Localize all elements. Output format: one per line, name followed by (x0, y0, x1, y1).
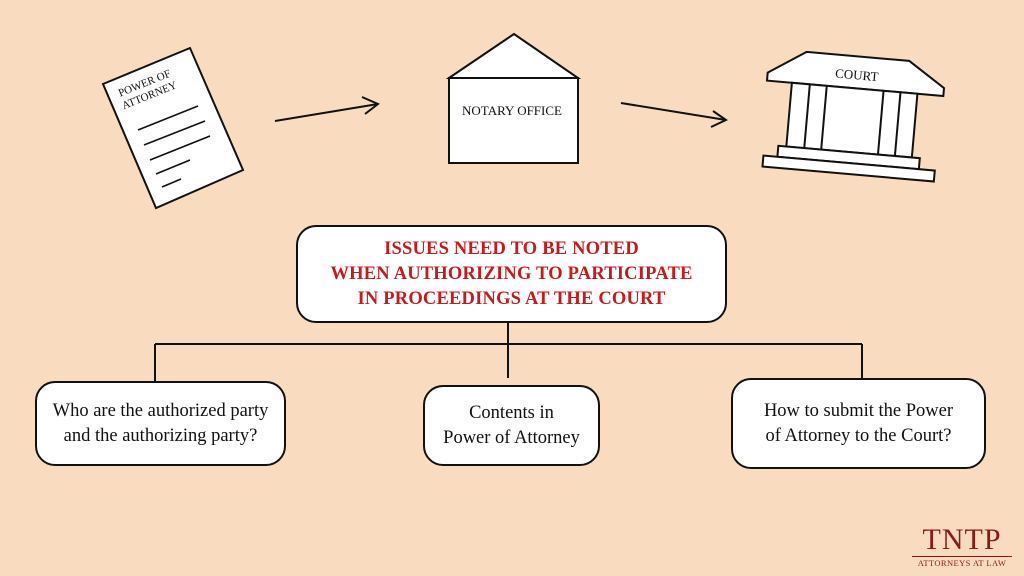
title-line-3: IN PROCEEDINGS AT THE COURT (357, 288, 666, 309)
logo-subtitle: ATTORNEYS AT LAW (917, 558, 1007, 568)
question-line: How to submit the Power (763, 400, 954, 421)
arrow-to-notary-icon (274, 96, 380, 122)
question-line: Power of Attorney (443, 427, 580, 448)
notary-office-label: NOTARY OFFICE (462, 103, 562, 118)
notary-office-icon: NOTARY OFFICE (445, 32, 582, 164)
logo-mark: TNTP (922, 523, 1002, 556)
question-line: Contents in (469, 402, 554, 423)
question-box-submission: How to submit the Power of Attorney to t… (731, 378, 986, 469)
title-line-2: WHEN AUTHORIZING TO PARTICIPATE (330, 263, 693, 284)
document-text-line (137, 105, 199, 131)
document-text-line (149, 135, 211, 161)
document-text-line (155, 159, 191, 175)
title-box: ISSUES NEED TO BE NOTED WHEN AUTHORIZING… (296, 225, 727, 323)
question-box-contents: Contents in Power of Attorney (423, 385, 600, 466)
question-box-parties: Who are the authorized party and the aut… (35, 381, 286, 466)
court-label: COURT (835, 66, 879, 85)
arrow-to-court-icon (620, 102, 729, 128)
document-text-line (143, 120, 206, 146)
power-of-attorney-document-icon: POWER OF ATTORNEY (101, 46, 245, 210)
connector-lines (154, 323, 863, 381)
document-text-line (161, 178, 182, 188)
court-building-icon: COURT (761, 50, 946, 183)
question-line: Who are the authorized party (52, 400, 269, 421)
question-line: of Attorney to the Court? (765, 425, 952, 446)
question-line: and the authorizing party? (63, 425, 258, 446)
tntp-logo: TNTP ATTORNEYS AT LAW (910, 525, 1014, 568)
logo-divider (912, 556, 1012, 557)
title-line-1: ISSUES NEED TO BE NOTED (384, 238, 639, 259)
